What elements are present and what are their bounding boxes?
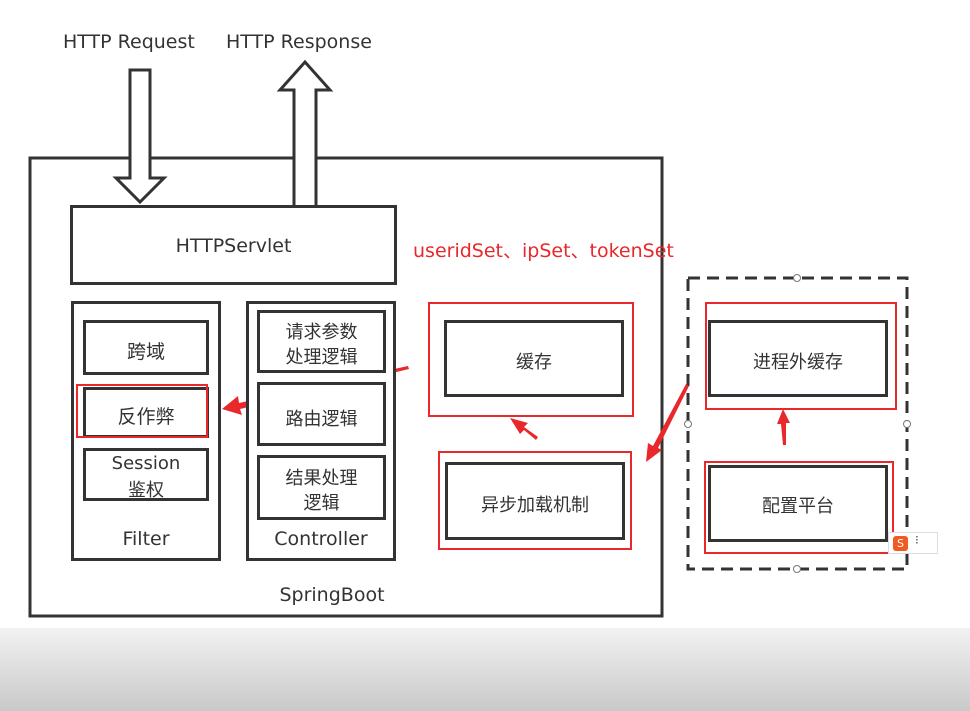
annotation-text: useridSet、ipSet、tokenSet <box>413 240 674 262</box>
response-arrow <box>276 59 334 210</box>
httpservlet-label: HTTPServlet <box>175 235 292 257</box>
config-platform-highlight <box>704 461 894 554</box>
ime-toolbar[interactable]: S ⁝ <box>888 532 938 554</box>
anti-cheat-highlight <box>76 384 208 438</box>
http-request-label: HTTP Request <box>63 31 195 53</box>
param-label-line2: 处理逻辑 <box>285 347 358 368</box>
external-cache-label: 进程外缓存 <box>753 352 843 373</box>
session-auth-box: Session 鉴权 <box>83 448 209 501</box>
cache-label: 缓存 <box>516 352 552 373</box>
sogou-ime-icon[interactable]: S <box>893 536 908 551</box>
handle <box>684 420 692 428</box>
cache-highlight <box>428 302 634 417</box>
routing-box: 路由逻辑 <box>257 382 386 446</box>
ime-menu-icon[interactable]: ⁝ <box>915 533 919 547</box>
result-label-line2: 逻辑 <box>303 493 340 514</box>
param-label-line1: 请求参数 <box>285 322 358 343</box>
external-cache-box: 进程外缓存 <box>708 320 888 397</box>
httpservlet-box: HTTPServlet <box>70 205 397 285</box>
red-arrow-external-to-async <box>646 384 689 462</box>
session-label-line2: 鉴权 <box>128 480 164 501</box>
anti-cheat-label: 反作弊 <box>117 406 175 428</box>
handle <box>793 565 801 573</box>
springboot-container <box>28 156 664 618</box>
http-response-label: HTTP Response <box>226 31 372 53</box>
result-label-line1: 结果处理 <box>285 468 358 489</box>
request-arrow <box>112 68 168 205</box>
session-label-line1: Session <box>111 453 181 474</box>
handle <box>903 420 911 428</box>
cross-domain-label: 跨域 <box>126 341 165 363</box>
red-arrow-config-to-external <box>777 409 790 445</box>
cache-box: 缓存 <box>444 320 624 397</box>
red-arrow-async-to-cache <box>510 418 538 440</box>
handle <box>793 274 801 282</box>
springboot-label: SpringBoot <box>279 584 385 606</box>
config-platform-box: 配置平台 <box>708 465 888 542</box>
cross-domain-box: 跨域 <box>83 320 209 375</box>
bottom-gradient <box>0 628 970 711</box>
async-loading-box: 异步加载机制 <box>445 462 625 540</box>
param-processing-box: 请求参数 处理逻辑 <box>257 310 386 373</box>
filter-label: Filter <box>122 528 170 550</box>
routing-label: 路由逻辑 <box>285 409 358 430</box>
external-cache-highlight <box>705 302 897 410</box>
async-loading-label: 异步加载机制 <box>481 495 589 516</box>
result-processing-box: 结果处理 逻辑 <box>257 455 386 520</box>
async-loading-highlight <box>438 451 632 550</box>
controller-label: Controller <box>274 528 368 550</box>
config-platform-label: 配置平台 <box>762 496 834 517</box>
